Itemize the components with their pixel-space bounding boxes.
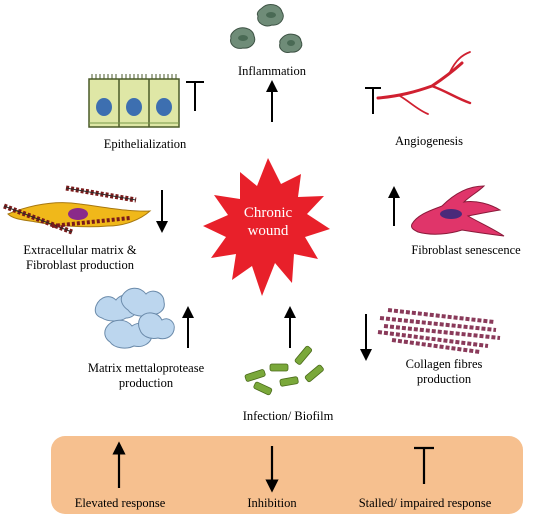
angiogenesis-stalled-symbol	[365, 87, 381, 114]
inflammation-label: Inflammation	[237, 64, 307, 78]
extracellular-matrix-label: Extracellular matrix & Fibroblast produc…	[0, 243, 160, 273]
fibroblast-senescence-image	[411, 185, 505, 237]
epithelialization-label: Epithelialization	[103, 137, 187, 151]
chronic-wound-label: Chronic wound	[230, 204, 306, 240]
collagen-fibres-label-line2: production	[416, 372, 472, 386]
chronic-wound-starburst	[203, 158, 330, 296]
collagen-fibres-label: Collagen fibres production	[378, 357, 510, 387]
legend-box	[51, 436, 523, 514]
epithelialization-cells-image	[88, 74, 180, 128]
extracellular-matrix-label-line1: Extracellular matrix &	[23, 243, 137, 257]
biofilm-bacteria-image	[244, 345, 324, 396]
inflammation-cells-image	[230, 4, 303, 53]
matrix-metalloprotease-label: Matrix mettaloprotease production	[66, 361, 226, 391]
legend-elevated-label: Elevated response	[74, 496, 166, 510]
legend-inhibition-label: Inhibition	[247, 496, 297, 510]
epithelialization-stalled-symbol	[186, 81, 204, 111]
fibroblast-senescence-label: Fibroblast senescence	[411, 243, 521, 257]
chronic-wound-line2: wound	[247, 223, 289, 239]
matrix-metalloprotease-label-line2: production	[118, 376, 174, 390]
collagen-fibres-image	[377, 308, 501, 354]
chronic-wound-line1: Chronic	[243, 205, 293, 221]
collagen-fibres-label-line1: Collagen fibres	[405, 357, 483, 371]
infection-biofilm-label: Infection/ Biofilm	[242, 409, 334, 423]
matrix-metalloprotease-image	[94, 287, 175, 349]
angiogenesis-vessel-image	[376, 51, 472, 115]
legend-stalled-symbol	[414, 446, 434, 484]
matrix-metalloprotease-label-line1: Matrix mettaloprotease	[87, 361, 205, 375]
legend-stalled-label: Stalled/ impaired response	[358, 496, 492, 510]
extracellular-matrix-image	[3, 185, 152, 235]
extracellular-matrix-label-line2: Fibroblast production	[26, 258, 134, 272]
angiogenesis-label: Angiogenesis	[394, 134, 464, 148]
